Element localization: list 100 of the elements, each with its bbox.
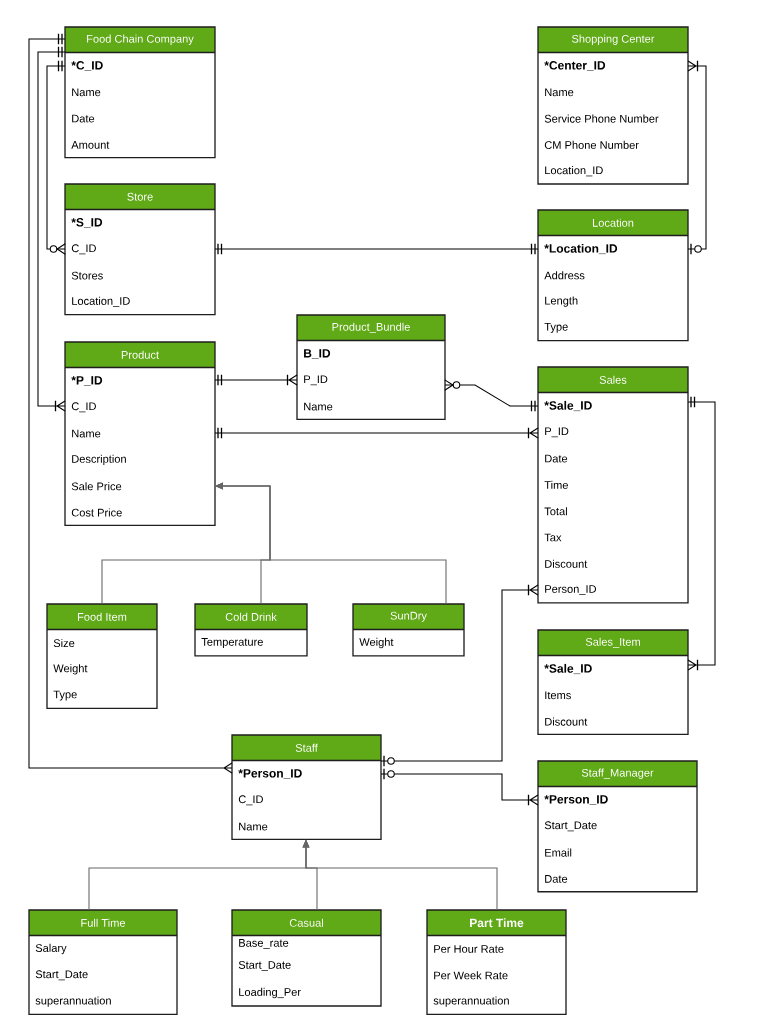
entity-table: [194, 603, 308, 657]
attribute-name: Date: [72, 114, 95, 123]
entity-table: [28, 909, 178, 1016]
attribute-name: Discount: [545, 559, 588, 568]
attribute-name: Temperature: [201, 638, 263, 648]
attribute-name: *Sale_ID: [544, 663, 592, 675]
relationship-line: [37, 46, 66, 412]
table-header: Product_Bundle: [297, 315, 445, 341]
table-header: Staff: [232, 735, 381, 761]
table-header: Product: [65, 342, 215, 368]
attribute-name: Discount: [545, 717, 588, 726]
table-header: Store: [65, 184, 215, 210]
attribute-name: *S_ID: [71, 218, 103, 228]
attribute-name: P_ID: [545, 427, 569, 438]
attribute-name: P_ID: [304, 375, 328, 386]
attribute-name: CM Phone Number: [544, 140, 639, 149]
attribute-name: Type: [544, 322, 568, 333]
entity-table: [231, 909, 382, 1007]
attribute-name: Service Phone Number: [544, 114, 659, 123]
attribute-name: Weight: [359, 637, 394, 649]
attribute-name: Tax: [544, 533, 562, 542]
relationship-line: [214, 243, 539, 255]
table-header: Location: [538, 210, 688, 236]
entity-table: [64, 183, 216, 316]
inheritance-arrow: [215, 482, 447, 605]
attribute-name: Name: [239, 822, 268, 831]
attribute-name: Per Week Rate: [434, 971, 508, 980]
attribute-name: C_ID: [238, 795, 263, 806]
attribute-name: Name: [545, 88, 574, 97]
entity-table: [64, 341, 216, 526]
attribute-name: Start_Date: [238, 961, 291, 971]
attribute-name: Per Hour Rate: [434, 945, 504, 953]
attribute-name: Time: [544, 480, 568, 489]
attribute-name: Name: [72, 88, 101, 97]
attribute-name: Weight: [53, 664, 88, 675]
relationship-line: [214, 427, 539, 439]
entity-table: [537, 629, 689, 736]
attribute-name: Location_ID: [72, 296, 130, 307]
attribute-name: Name: [304, 402, 333, 411]
attribute-name: superannuation: [35, 996, 111, 1007]
attribute-name: Salary: [35, 943, 67, 955]
attribute-name: C_ID: [71, 244, 96, 255]
entity-table: [537, 760, 698, 893]
attribute-name: Date: [545, 454, 568, 463]
table-header: Sales: [538, 367, 688, 393]
attribute-name: Name: [72, 429, 101, 438]
attribute-name: Start_Date: [35, 970, 88, 981]
entity-table: [426, 909, 567, 1016]
relationship-line: [380, 768, 539, 806]
relationship-line: [49, 60, 66, 255]
entity-table: [352, 603, 465, 657]
attribute-name: Stores: [71, 271, 103, 280]
relationship-line: [687, 396, 716, 671]
attribute-name: C_ID: [71, 402, 96, 413]
entity-table: [46, 603, 158, 710]
table-header: Casual: [232, 910, 381, 936]
attribute-name: *Person_ID: [238, 769, 302, 779]
relationship-line: [214, 374, 298, 386]
entity-table: [537, 366, 689, 604]
attribute-name: Type: [53, 690, 77, 701]
entity-table: [231, 734, 382, 841]
relationship-line: [28, 33, 233, 774]
attribute-name: Email: [545, 848, 572, 857]
table-header: Sales_Item: [538, 630, 688, 656]
attribute-name: Description: [72, 454, 126, 466]
relationship-line: [444, 379, 536, 412]
entity-table: [537, 209, 689, 342]
attribute-name: Cost Price: [71, 508, 122, 517]
attribute-name: Loading_Per: [239, 987, 301, 999]
attribute-name: *C_ID: [71, 61, 103, 71]
attribute-name: Length: [545, 296, 578, 307]
relationship-line: [687, 60, 707, 255]
entity-table: [537, 26, 689, 185]
entity-table: [64, 26, 216, 159]
attribute-name: *P_ID: [71, 376, 103, 386]
table-header: Food Item: [47, 604, 157, 630]
attribute-name: Person_ID: [545, 585, 597, 595]
attribute-name: Size: [53, 638, 75, 648]
attribute-name: *Sale_ID: [544, 400, 592, 412]
attribute-name: superannuation: [433, 996, 509, 1007]
table-header: Full Time: [29, 910, 177, 936]
attribute-name: *Location_ID: [544, 243, 618, 255]
table-header: Food Chain Company: [65, 27, 215, 53]
attribute-name: B_ID: [304, 349, 331, 359]
entity-table: [296, 314, 446, 421]
attribute-name: Items: [545, 691, 571, 700]
attribute-name: Location_ID: [545, 166, 603, 177]
attribute-name: Date: [545, 875, 568, 883]
attribute-name: Sale Price: [71, 482, 122, 491]
attribute-name: Amount: [71, 141, 110, 149]
attribute-name: Total: [544, 507, 567, 516]
table-header: Cold Drink: [195, 604, 307, 630]
attribute-name: Base_rate: [239, 939, 289, 949]
attribute-name: Address: [544, 271, 585, 280]
attribute-name: Start_Date: [544, 821, 597, 832]
attribute-name: *Center_ID: [544, 61, 606, 71]
attribute-name: *Person_ID: [544, 795, 608, 805]
relationship-line: [380, 584, 539, 767]
table-header: Staff_Manager: [538, 761, 697, 787]
table-header: Shopping Center: [538, 27, 688, 53]
